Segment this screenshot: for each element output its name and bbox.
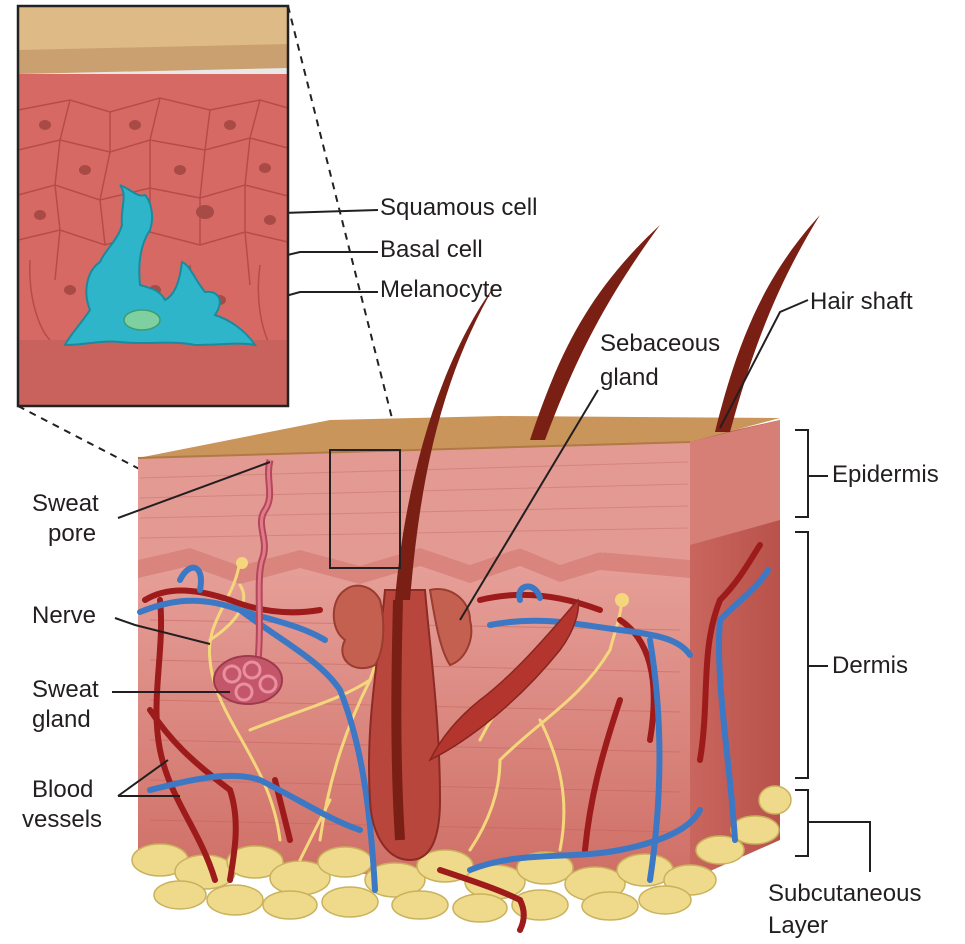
label-sweat-pore-line1: Sweat bbox=[32, 490, 99, 518]
label-sebaceous-gland-line2: gland bbox=[600, 364, 659, 392]
label-subcutaneous-line1: Subcutaneous bbox=[768, 880, 921, 908]
label-blood-vessels-line1: Blood bbox=[32, 776, 93, 804]
label-epidermis: Epidermis bbox=[832, 461, 939, 489]
label-basal-cell: Basal cell bbox=[380, 236, 483, 264]
label-sebaceous-gland-line1: Sebaceous bbox=[600, 330, 720, 358]
label-blood-vessels-line2: vessels bbox=[22, 806, 102, 834]
nerve-ending bbox=[236, 557, 248, 569]
label-sweat-gland-line1: Sweat bbox=[32, 676, 99, 704]
label-melanocyte: Melanocyte bbox=[380, 276, 503, 304]
inset-closeup bbox=[18, 6, 288, 410]
label-subcutaneous-line2: Layer bbox=[768, 912, 828, 940]
label-nerve: Nerve bbox=[32, 602, 96, 630]
label-squamous-cell: Squamous cell bbox=[380, 194, 537, 222]
nerve-ending bbox=[615, 593, 629, 607]
label-sweat-gland-line2: gland bbox=[32, 706, 91, 734]
label-sweat-pore-line2: pore bbox=[48, 520, 96, 548]
label-dermis: Dermis bbox=[832, 652, 908, 680]
label-hair-shaft: Hair shaft bbox=[810, 288, 913, 316]
